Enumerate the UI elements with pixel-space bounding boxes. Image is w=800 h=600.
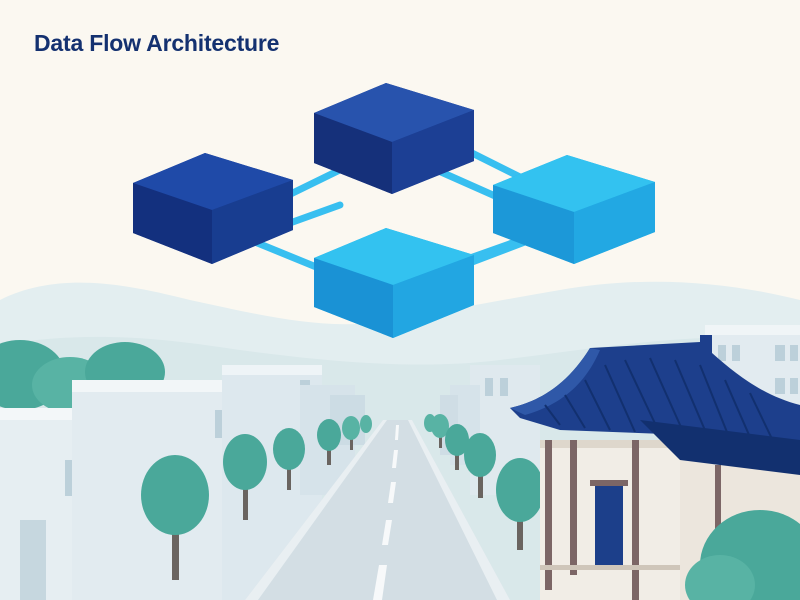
page-title: Data Flow Architecture (34, 30, 280, 56)
node-right (493, 155, 655, 264)
hanok-roof-icon (510, 335, 800, 475)
foreground-tree-right (685, 510, 800, 600)
connector-top-right-upper (466, 148, 526, 182)
road (245, 420, 510, 600)
node-left (133, 153, 293, 264)
buildings-left (0, 365, 365, 600)
node-top (314, 83, 474, 194)
street-trees-left (141, 415, 372, 580)
street-trees-right (424, 414, 544, 550)
node-bottom (314, 228, 474, 338)
